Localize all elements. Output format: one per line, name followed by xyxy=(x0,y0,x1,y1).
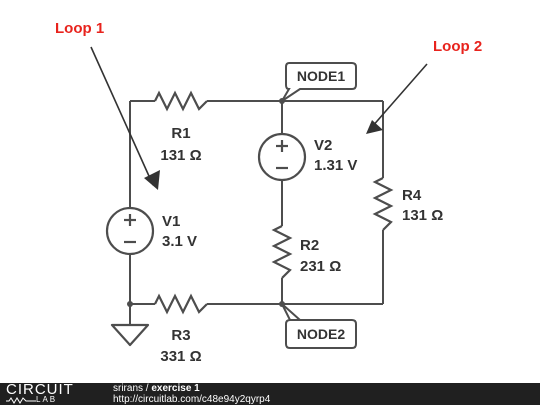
r1-value: 131 Ω xyxy=(160,147,201,164)
loop2-arrow xyxy=(366,63,428,134)
v1-name: V1 xyxy=(162,213,180,230)
r4-value: 131 Ω xyxy=(402,207,443,224)
r1-name: R1 xyxy=(171,125,190,142)
loop2-label: Loop 2 xyxy=(433,38,482,55)
node1-tag: NODE1 xyxy=(281,62,357,102)
footer-url[interactable]: http://circuitlab.com/c48e94y2qyrp4 xyxy=(113,394,271,405)
footer-bar: CIRCUIT LAB srirans / exercise 1 http://… xyxy=(0,381,540,405)
resistor-r1 xyxy=(154,90,208,112)
junction-ground xyxy=(127,301,133,307)
footer-title: exercise 1 xyxy=(151,383,200,394)
r2-value: 231 Ω xyxy=(300,258,341,275)
footer-info: srirans / exercise 1 http://circuitlab.c… xyxy=(113,383,270,405)
resistor-r3 xyxy=(154,293,208,315)
r3-value: 331 Ω xyxy=(160,348,201,365)
v2-value: 1.31 V xyxy=(314,157,357,174)
loop1-arrow xyxy=(90,46,160,190)
footer-author: srirans xyxy=(113,383,144,394)
loop1-label: Loop 1 xyxy=(55,20,104,37)
voltage-source-v1 xyxy=(105,206,155,256)
node2-label: NODE2 xyxy=(297,326,345,342)
voltage-source-v2 xyxy=(257,132,307,182)
resistor-r2 xyxy=(271,225,293,279)
v2-name: V2 xyxy=(314,137,332,154)
circuitlab-logo: CIRCUIT LAB xyxy=(6,381,100,404)
v1-value: 3.1 V xyxy=(162,233,197,250)
r3-name: R3 xyxy=(171,327,190,344)
r4-name: R4 xyxy=(402,187,422,204)
node2-tag: NODE2 xyxy=(281,303,357,349)
footer-title-line: srirans / exercise 1 xyxy=(113,383,270,394)
logo-wave-icon xyxy=(6,397,36,404)
logo-bottom-text: LAB xyxy=(36,395,58,404)
resistor-r4 xyxy=(372,177,394,231)
ground-symbol xyxy=(110,323,150,347)
logo-top-text: CIRCUIT xyxy=(6,381,74,398)
footer-separator: / xyxy=(143,383,152,394)
node1-label: NODE1 xyxy=(297,68,345,84)
circuit-schematic: NODE1 NODE2 R1 131 Ω V2 1.31 V V1 3.1 V … xyxy=(55,20,482,365)
r2-name: R2 xyxy=(300,237,319,254)
